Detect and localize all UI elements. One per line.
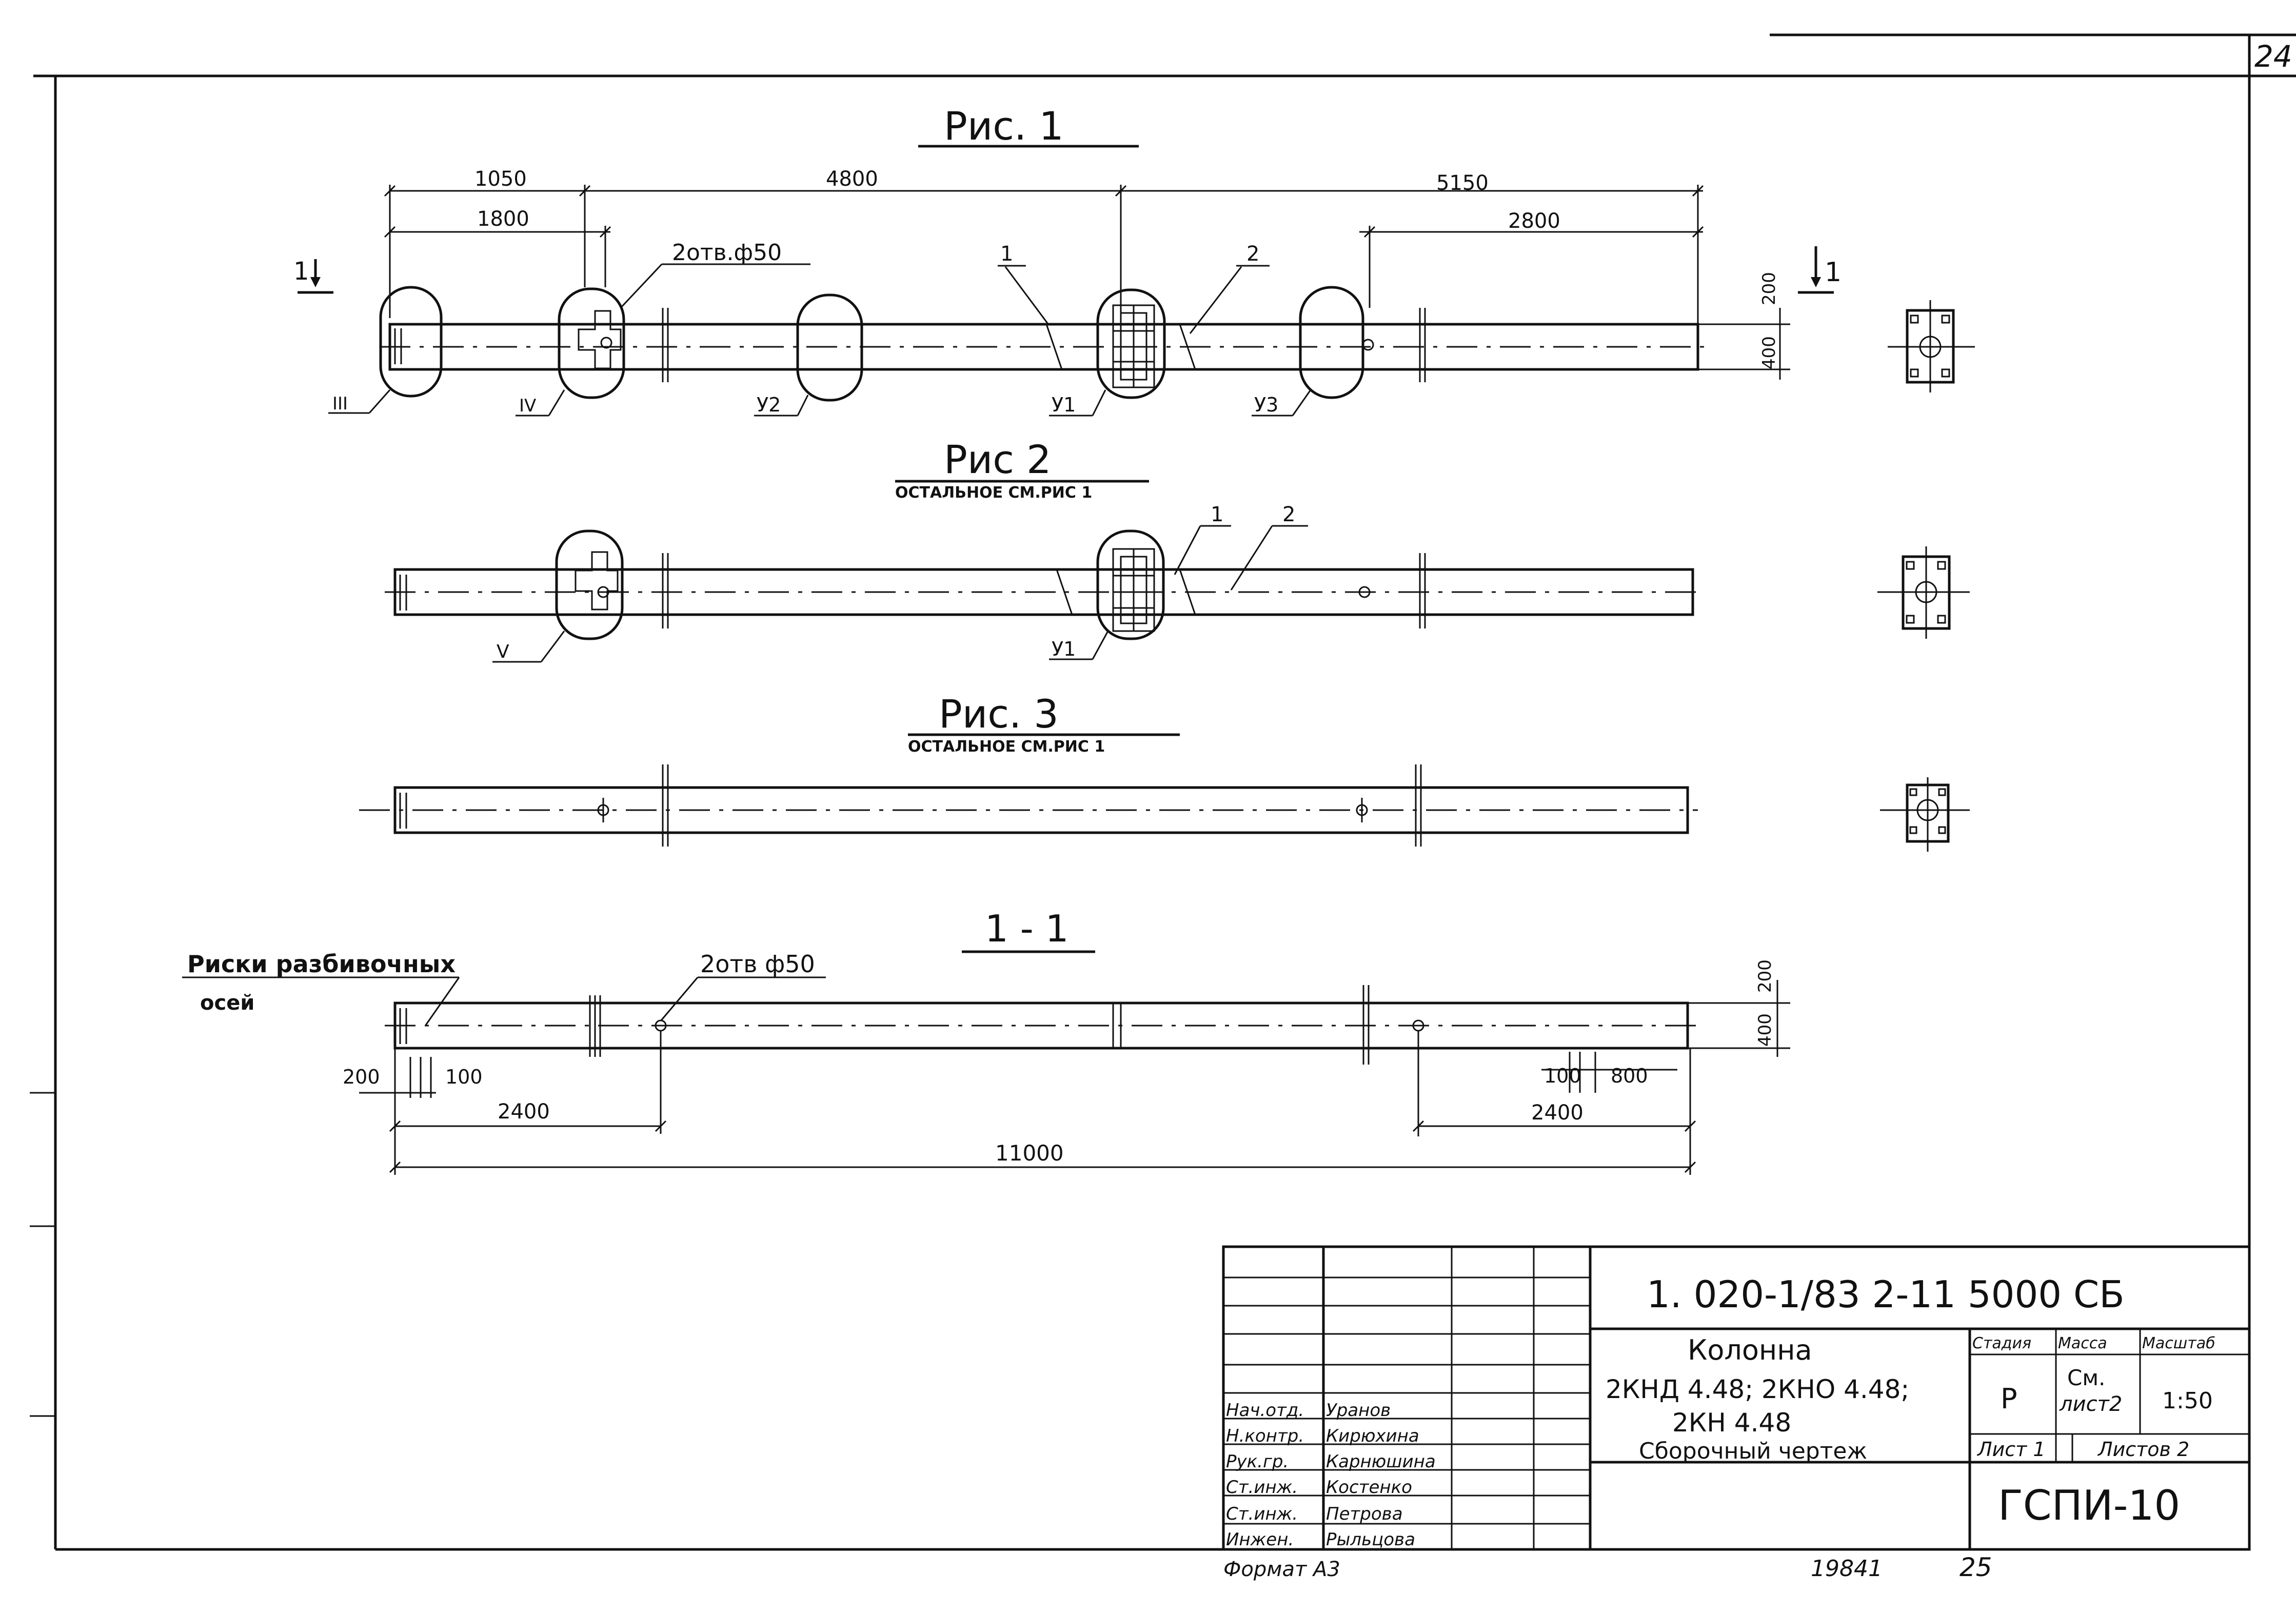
section11-title: 1 - 1 — [985, 907, 1068, 950]
doc-code: 1. 020-1/83 2-11 5000 СБ — [1647, 1273, 2125, 1316]
dim-2800: 2800 — [1508, 209, 1560, 233]
fig1-dim-200: 200 — [1759, 272, 1779, 305]
inventory-number: 19841 — [1811, 1556, 1883, 1582]
figure-3: Рис. 3 ОСТАЛЬНОЕ СМ.РИС 1 — [359, 691, 1970, 852]
fig1-callout-2: 2 — [1246, 242, 1259, 266]
fig1-cross-section — [1888, 300, 1975, 392]
figure-1: Рис. 1 1050 4800 5150 1800 2800 — [293, 103, 1975, 417]
title-block: 1. 020-1/83 2-11 5000 СБ Колонна 2КНД 4.… — [1222, 1245, 2251, 1551]
fig1-node-U2: У2 — [757, 394, 781, 416]
fig1-node-III: III — [332, 394, 348, 414]
format-label: Формат А3 — [1223, 1558, 1340, 1581]
fig1-title: Рис. 1 — [944, 103, 1064, 149]
section11-holes-label: 2отв ф50 — [700, 950, 815, 978]
organization: ГСПИ-10 — [1998, 1482, 2180, 1529]
product-marks-line1: 2КНД 4.48; 2КНО 4.48; — [1606, 1374, 1909, 1404]
dim-1050: 1050 — [474, 167, 527, 191]
fig1-node-U1: У1 — [1052, 394, 1076, 416]
sig-role-4: Ст.инж. — [1226, 1504, 1298, 1524]
section11-note-line2: осей — [200, 991, 254, 1015]
section-mark-left: 1 — [293, 257, 309, 286]
sig-role-1: Н.контр. — [1226, 1426, 1304, 1446]
scale-value: 1:50 — [2162, 1388, 2213, 1414]
fig2-node-U1: У1 — [1052, 638, 1076, 660]
fig2-callout-2: 2 — [1282, 503, 1295, 526]
mass-value-line1: См. — [2067, 1365, 2105, 1390]
sig-role-5: Инжен. — [1226, 1529, 1294, 1550]
dim-800: 800 — [1611, 1065, 1648, 1087]
page-number: 24 — [2254, 39, 2292, 74]
fig2-cross-section — [1877, 546, 1970, 639]
sig-name-5: Рыльцова — [1326, 1529, 1415, 1550]
sig-name-3: Костенко — [1326, 1477, 1412, 1498]
dim-11000: 11000 — [995, 1141, 1064, 1166]
dim-5150: 5150 — [1436, 171, 1489, 195]
stage-header: Стадия — [1972, 1334, 2031, 1352]
section11-dim-200: 200 — [1755, 959, 1775, 993]
product-marks-line2: 2КН 4.48 — [1672, 1408, 1791, 1438]
section-1-1: 1 - 1 Риски разбивочных осей 2отв ф50 20… — [182, 907, 1790, 1175]
section11-note-line1: Риски разбивочных — [187, 950, 456, 978]
dim-4800: 4800 — [826, 167, 878, 191]
sheet-label: Лист 1 — [1976, 1438, 2046, 1461]
fig2-title: Рис 2 — [944, 437, 1052, 482]
scale-header: Масштаб — [2142, 1334, 2215, 1352]
sig-role-0: Нач.отд. — [1226, 1400, 1304, 1421]
sig-name-0: Уранов — [1326, 1400, 1391, 1421]
mass-value-line2: лист2 — [2059, 1392, 2122, 1416]
fig1-callout-1: 1 — [1000, 242, 1013, 266]
sig-name-1: Кирюхина — [1326, 1426, 1419, 1446]
figure-2: Рис 2 ОСТАЛЬНОЕ СМ.РИС 1 1 2 V У1 — [385, 437, 1970, 663]
fig1-node-IV: IV — [519, 396, 536, 416]
fig1-dim-400: 400 — [1759, 336, 1779, 369]
fig3-subtitle: ОСТАЛЬНОЕ СМ.РИС 1 — [908, 738, 1105, 756]
fig2-subtitle: ОСТАЛЬНОЕ СМ.РИС 1 — [895, 484, 1092, 502]
dim-200-left: 200 — [343, 1066, 380, 1088]
sig-role-3: Ст.инж. — [1226, 1477, 1298, 1498]
sig-name-4: Петрова — [1326, 1504, 1403, 1524]
section-mark-right: 1 — [1825, 257, 1842, 288]
fig3-title: Рис. 3 — [939, 691, 1059, 737]
sheets-label: Листов 2 — [2097, 1438, 2189, 1461]
fig2-node-V: V — [497, 641, 509, 662]
sig-name-2: Карнюшина — [1326, 1451, 1436, 1472]
drawing-type: Сборочный чертеж — [1639, 1438, 1867, 1464]
dim-2400-right: 2400 — [1531, 1101, 1584, 1125]
product-name: Колонна — [1688, 1334, 1812, 1366]
stage-value: Р — [2001, 1383, 2017, 1415]
dim-100-left: 100 — [445, 1066, 483, 1088]
fig2-callout-1: 1 — [1211, 503, 1223, 526]
fig3-cross-section — [1880, 777, 1970, 852]
dim-1800: 1800 — [477, 207, 529, 231]
fig1-node-U3: У3 — [1254, 394, 1278, 416]
sheet-frame — [30, 33, 2296, 1551]
mass-header: Масса — [2058, 1334, 2107, 1352]
dim-100-right: 100 — [1544, 1065, 1581, 1087]
next-page-number: 25 — [1959, 1552, 1992, 1582]
section11-dim-400: 400 — [1755, 1013, 1775, 1047]
fig1-holes-label: 2отв.ф50 — [672, 240, 782, 266]
dim-2400-left: 2400 — [498, 1100, 550, 1124]
sig-role-2: Рук.гр. — [1226, 1451, 1289, 1472]
